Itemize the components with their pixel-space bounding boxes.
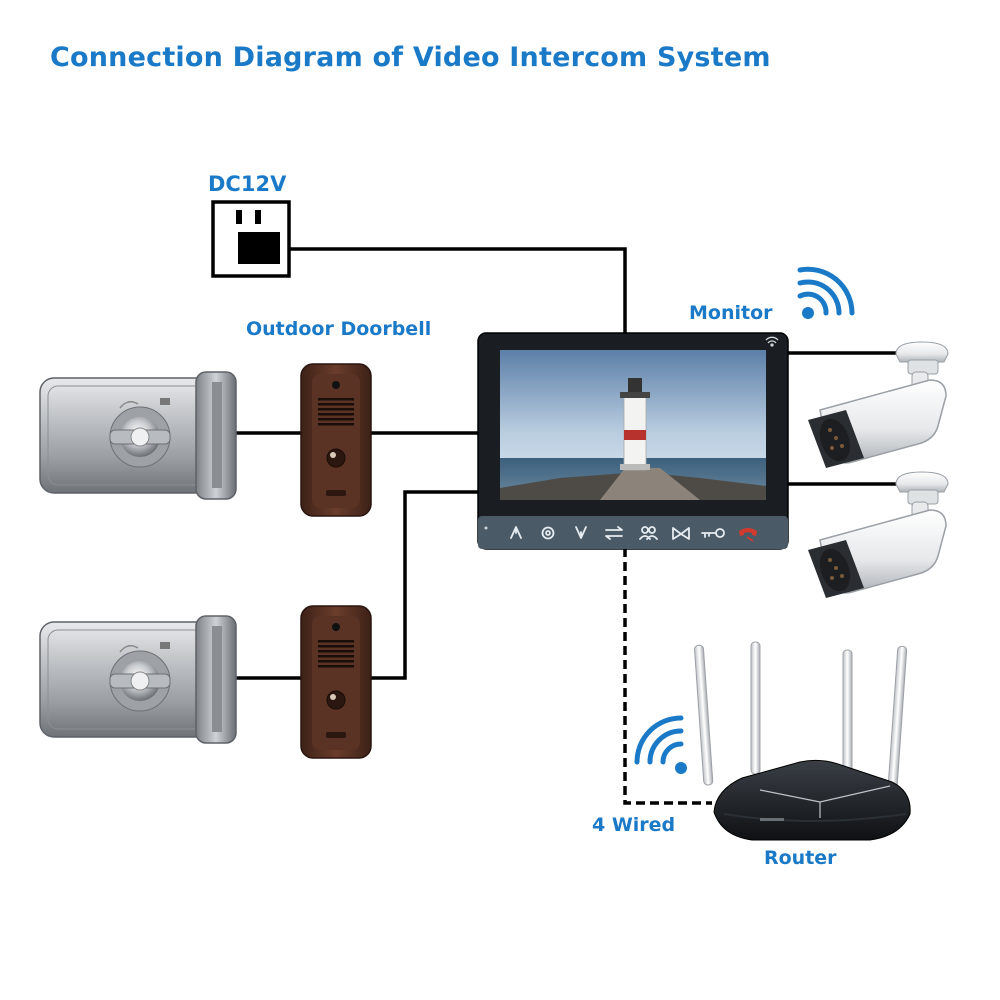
power-label: DC12V xyxy=(208,172,287,196)
switch-icon[interactable] xyxy=(605,526,623,540)
doorbell-label: Outdoor Doorbell xyxy=(246,318,432,340)
outdoor-doorbell-2 xyxy=(300,605,372,759)
wifi-router xyxy=(694,641,911,841)
cctv-camera-1 xyxy=(808,341,949,468)
users-icon[interactable] xyxy=(639,526,658,540)
up-arrow-icon[interactable] xyxy=(510,526,522,539)
electric-lock-2 xyxy=(39,615,237,744)
power-wire xyxy=(290,247,627,334)
indoor-monitor xyxy=(477,332,789,550)
power-socket-icon xyxy=(211,200,291,278)
monitor-label: Monitor xyxy=(689,302,773,324)
down-arrow-icon[interactable] xyxy=(575,526,587,539)
monitor-wifi-icon xyxy=(797,266,855,319)
outdoor-doorbell-1 xyxy=(300,363,372,517)
cctv-camera-2 xyxy=(808,471,949,598)
electric-lock-1 xyxy=(39,371,237,500)
router-wifi-icon xyxy=(634,715,687,774)
monitor-status-wifi-icon xyxy=(765,336,779,347)
doorbell2-monitor-wire xyxy=(370,490,480,680)
page-title: Connection Diagram of Video Intercom Sys… xyxy=(50,42,771,73)
wired-label: 4 Wired xyxy=(592,814,676,836)
key-icon[interactable] xyxy=(701,528,725,538)
router-label: Router xyxy=(764,847,837,869)
network-wire xyxy=(623,548,712,805)
gate-icon[interactable] xyxy=(672,527,690,540)
wires xyxy=(235,247,896,805)
settings-icon[interactable] xyxy=(541,526,555,540)
hangup-icon[interactable] xyxy=(739,528,757,542)
